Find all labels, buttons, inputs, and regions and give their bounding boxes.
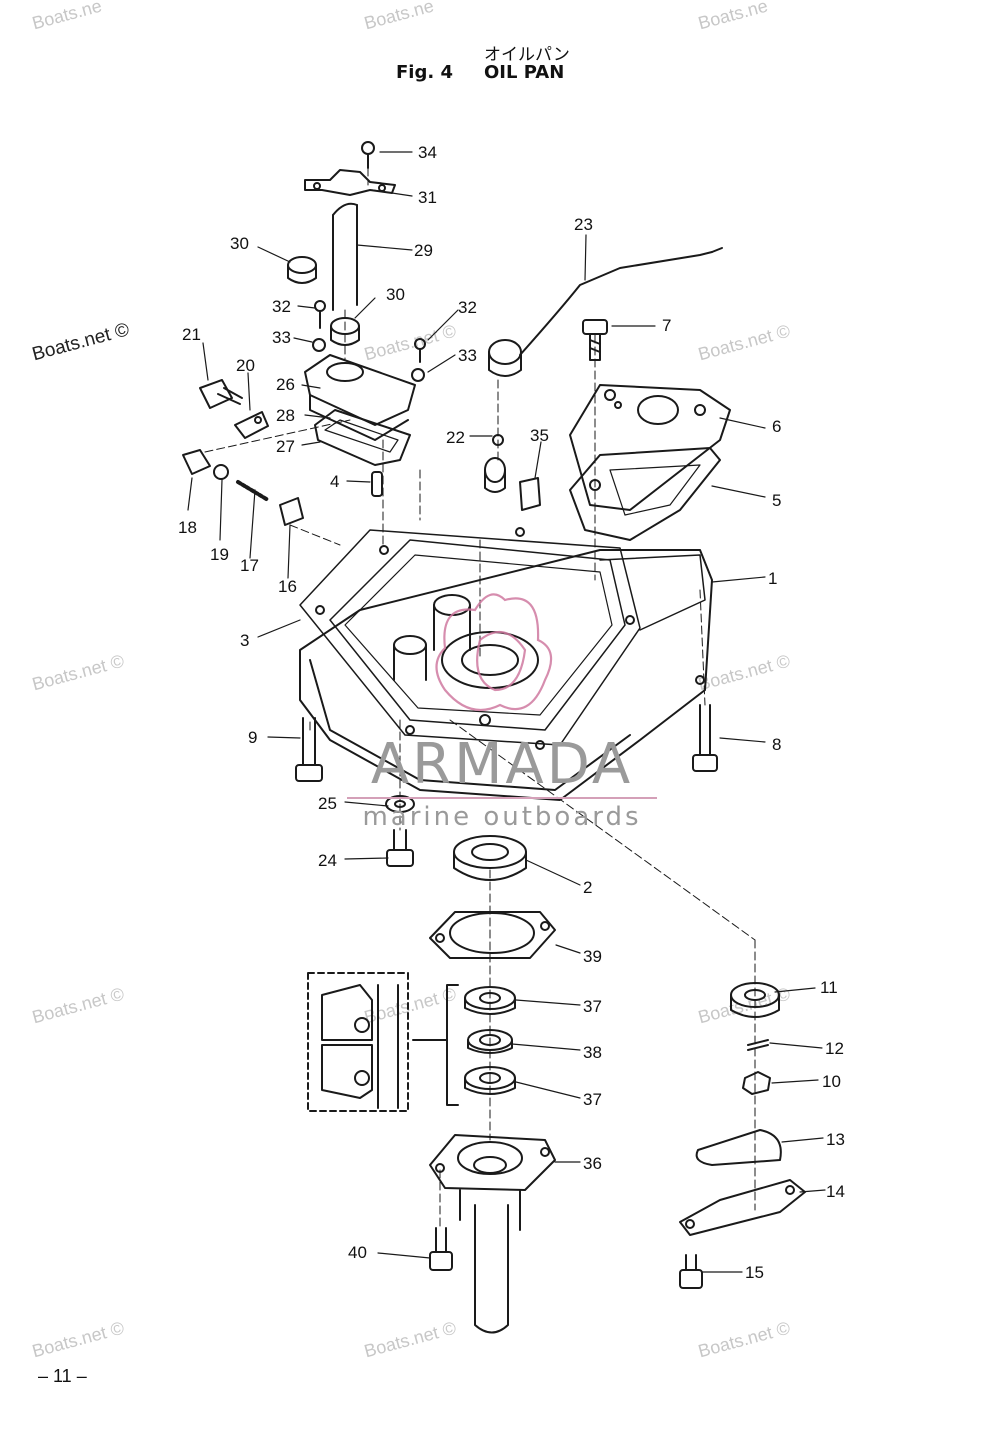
center-axis-lines (204, 167, 756, 1231)
seal-housing (429, 1134, 556, 1334)
label-35: 35 (530, 426, 549, 445)
label-14: 14 (826, 1182, 845, 1201)
label-7: 7 (662, 316, 671, 335)
seals-37-38 (412, 984, 516, 1106)
armada-tagline: marine outboards (362, 802, 642, 832)
armada-watermark: ARMADA marine outboards (347, 735, 657, 831)
label-30b: 30 (386, 285, 405, 304)
seal-detail-inset (307, 972, 409, 1112)
bolt-7 (582, 319, 608, 361)
leader-lines (187, 151, 826, 1273)
title-japanese: オイルパン (484, 45, 570, 65)
label-15: 15 (745, 1263, 764, 1282)
label-19: 19 (210, 545, 229, 564)
label-21: 21 (182, 325, 201, 344)
label-33b: 33 (458, 346, 477, 365)
bolt-8 (692, 704, 718, 772)
label-5: 5 (772, 491, 781, 510)
label-3: 3 (240, 631, 249, 650)
label-26: 26 (276, 375, 295, 394)
oil-pan-gasket (299, 529, 641, 746)
label-10: 10 (822, 1072, 841, 1091)
label-20: 20 (236, 356, 255, 375)
label-23: 23 (574, 215, 593, 234)
label-6: 6 (772, 417, 781, 436)
armada-rule (347, 797, 657, 799)
label-17: 17 (240, 556, 259, 575)
label-16: 16 (278, 577, 297, 596)
label-34: 34 (418, 143, 437, 162)
label-32b: 32 (458, 298, 477, 317)
seal-housing-gasket (429, 911, 556, 959)
part-labels: 1 2 3 4 5 6 7 8 9 10 11 12 13 14 15 16 1… (178, 143, 845, 1282)
label-33a: 33 (272, 328, 291, 347)
label-1: 1 (768, 569, 777, 588)
label-22: 22 (446, 428, 465, 447)
oil-seal (453, 835, 527, 881)
label-27: 27 (276, 437, 295, 456)
pump-cover-plate (569, 384, 731, 541)
label-24: 24 (318, 851, 337, 870)
breather-cover (304, 354, 416, 466)
relief-valve-parts (182, 379, 304, 526)
label-13: 13 (826, 1130, 845, 1149)
label-30a: 30 (230, 234, 249, 253)
bolt-9 (295, 717, 323, 782)
figure-number: Fig. 4 (396, 62, 453, 83)
label-39: 39 (583, 947, 602, 966)
label-38: 38 (583, 1043, 602, 1062)
label-9: 9 (248, 728, 257, 747)
label-40: 40 (348, 1243, 367, 1262)
label-32a: 32 (272, 297, 291, 316)
breather-hose (287, 141, 396, 346)
label-11: 11 (820, 978, 838, 997)
page-number: – 11 – (38, 1366, 87, 1386)
label-25: 25 (318, 794, 337, 813)
figure-title: OIL PAN (484, 62, 565, 83)
armada-wordmark: ARMADA (370, 732, 634, 797)
dowel-pin (371, 471, 383, 497)
label-4: 4 (330, 472, 339, 491)
label-37b: 37 (583, 1090, 602, 1109)
label-8: 8 (772, 735, 781, 754)
label-29: 29 (414, 241, 433, 260)
pump-cover-14 (679, 1129, 806, 1289)
oil-pressure-switch (484, 247, 723, 511)
armada-logo-mark (435, 593, 553, 712)
label-37a: 37 (583, 997, 602, 1016)
label-28: 28 (276, 406, 295, 425)
label-31: 31 (418, 188, 437, 207)
screws-32-33 (312, 300, 426, 382)
label-2: 2 (583, 878, 592, 897)
bolt-40 (429, 1227, 453, 1271)
label-18: 18 (178, 518, 197, 537)
label-36: 36 (583, 1154, 602, 1173)
label-12: 12 (825, 1039, 844, 1058)
